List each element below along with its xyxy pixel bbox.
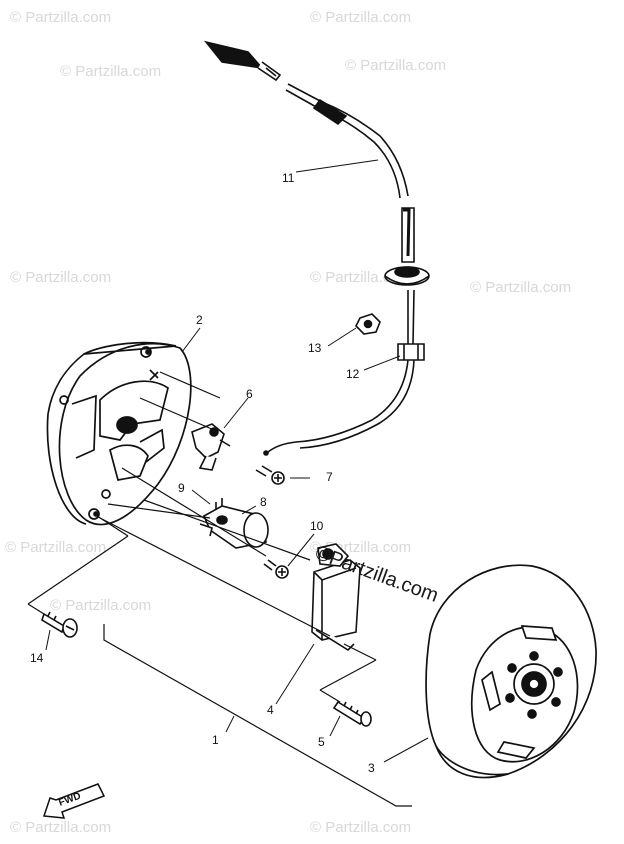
callout-label: 3 [368,761,375,775]
cable-assembly [203,40,430,456]
watermark-tile: © Partzilla.com [310,819,411,836]
callout-label: 5 [318,735,325,749]
screw [332,700,372,727]
watermark-tile: © Partzilla.com [10,819,111,836]
watermark-tile: © Partzilla.com [345,57,446,74]
callout-label: 7 [326,470,333,484]
assembly-lines [27,371,412,807]
watermark-tile: © Partzilla.com [470,279,571,296]
watermark-tiles: © Partzilla.com © Partzilla.com © Partzi… [5,9,571,836]
screw [41,611,78,638]
watermark-tile: © Partzilla.com [10,9,111,26]
callout-label: 6 [246,387,253,401]
watermark-tile: © Partzilla.com [310,9,411,26]
callout-labels: 1 2 3 4 5 6 7 8 9 10 11 12 13 14 [30,171,375,775]
watermark-tile: © Partzilla.com [50,597,151,614]
callout-label: 4 [267,703,274,717]
ignition-coil [311,543,361,652]
callout-label: 12 [346,367,360,381]
watermark-tile: © Partzilla.com [10,269,111,286]
screw [255,465,285,485]
callout-label: 9 [178,481,185,495]
callout-label: 8 [260,495,267,509]
nut [355,313,381,335]
contact-breaker-point [191,423,231,471]
stator-plate [46,341,192,526]
fwd-arrow-icon: FWD [42,783,106,819]
callout-label: 14 [30,651,44,665]
callout-label: 13 [308,341,322,355]
callout-label: 2 [196,313,203,327]
callout-label: 11 [282,171,295,185]
screw [263,559,289,579]
callout-label: 10 [310,519,324,533]
flywheel-rotor [425,564,597,779]
callout-label: 1 [212,733,219,747]
leader-lines [45,159,429,763]
watermark-tile: © Partzilla.com [60,63,161,80]
watermark-tile: © Partzilla.com [5,539,106,556]
